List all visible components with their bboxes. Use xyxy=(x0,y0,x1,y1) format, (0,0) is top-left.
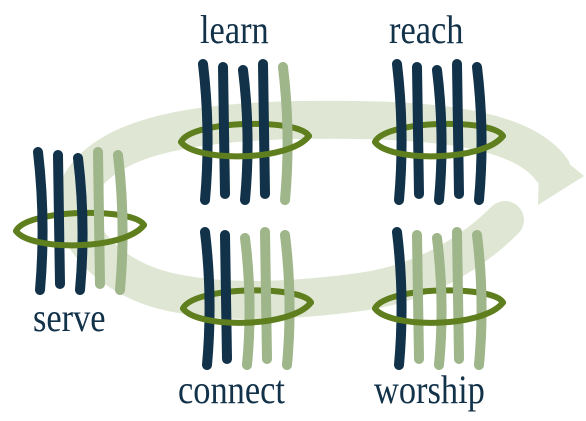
tally-mark-light xyxy=(437,238,442,365)
tally-mark-dark xyxy=(58,155,60,284)
tally-mark-light xyxy=(285,235,290,365)
tally-group-reach xyxy=(375,64,503,200)
label-reach: reach xyxy=(389,10,463,50)
tally-mark-dark xyxy=(457,64,459,194)
tally-group-worship xyxy=(375,232,503,365)
tally-group-serve xyxy=(16,152,144,290)
tally-mark-dark xyxy=(477,67,482,200)
tally-group-learn xyxy=(181,64,309,200)
tally-mark-dark xyxy=(38,152,43,290)
tally-mark-dark xyxy=(223,67,225,194)
tally-mark-dark xyxy=(78,158,83,290)
tally-mark-dark xyxy=(437,70,442,200)
tally-mark-light xyxy=(477,235,482,365)
tally-mark-dark xyxy=(397,232,402,365)
tally-group-connect xyxy=(183,232,311,365)
label-connect: connect xyxy=(178,370,285,410)
tally-mark-dark xyxy=(225,235,227,359)
label-worship: worship xyxy=(374,370,485,410)
tally-mark-dark xyxy=(417,67,419,194)
tally-mark-dark xyxy=(203,64,208,200)
tally-mark-dark xyxy=(263,64,265,194)
tally-mark-dark xyxy=(205,232,210,365)
label-learn: learn xyxy=(200,10,269,50)
tally-mark-light xyxy=(98,152,100,284)
tally-mark-light xyxy=(265,232,267,359)
tally-mark-light xyxy=(245,238,250,365)
label-serve: serve xyxy=(33,298,106,338)
tally-mark-dark xyxy=(243,70,248,200)
cycle-arrow-head xyxy=(538,140,584,205)
tally-mark-light xyxy=(118,155,123,290)
tally-mark-light xyxy=(457,232,459,359)
tally-mark-light xyxy=(283,67,288,200)
tally-mark-dark xyxy=(397,64,402,200)
tally-mark-light xyxy=(417,235,419,359)
